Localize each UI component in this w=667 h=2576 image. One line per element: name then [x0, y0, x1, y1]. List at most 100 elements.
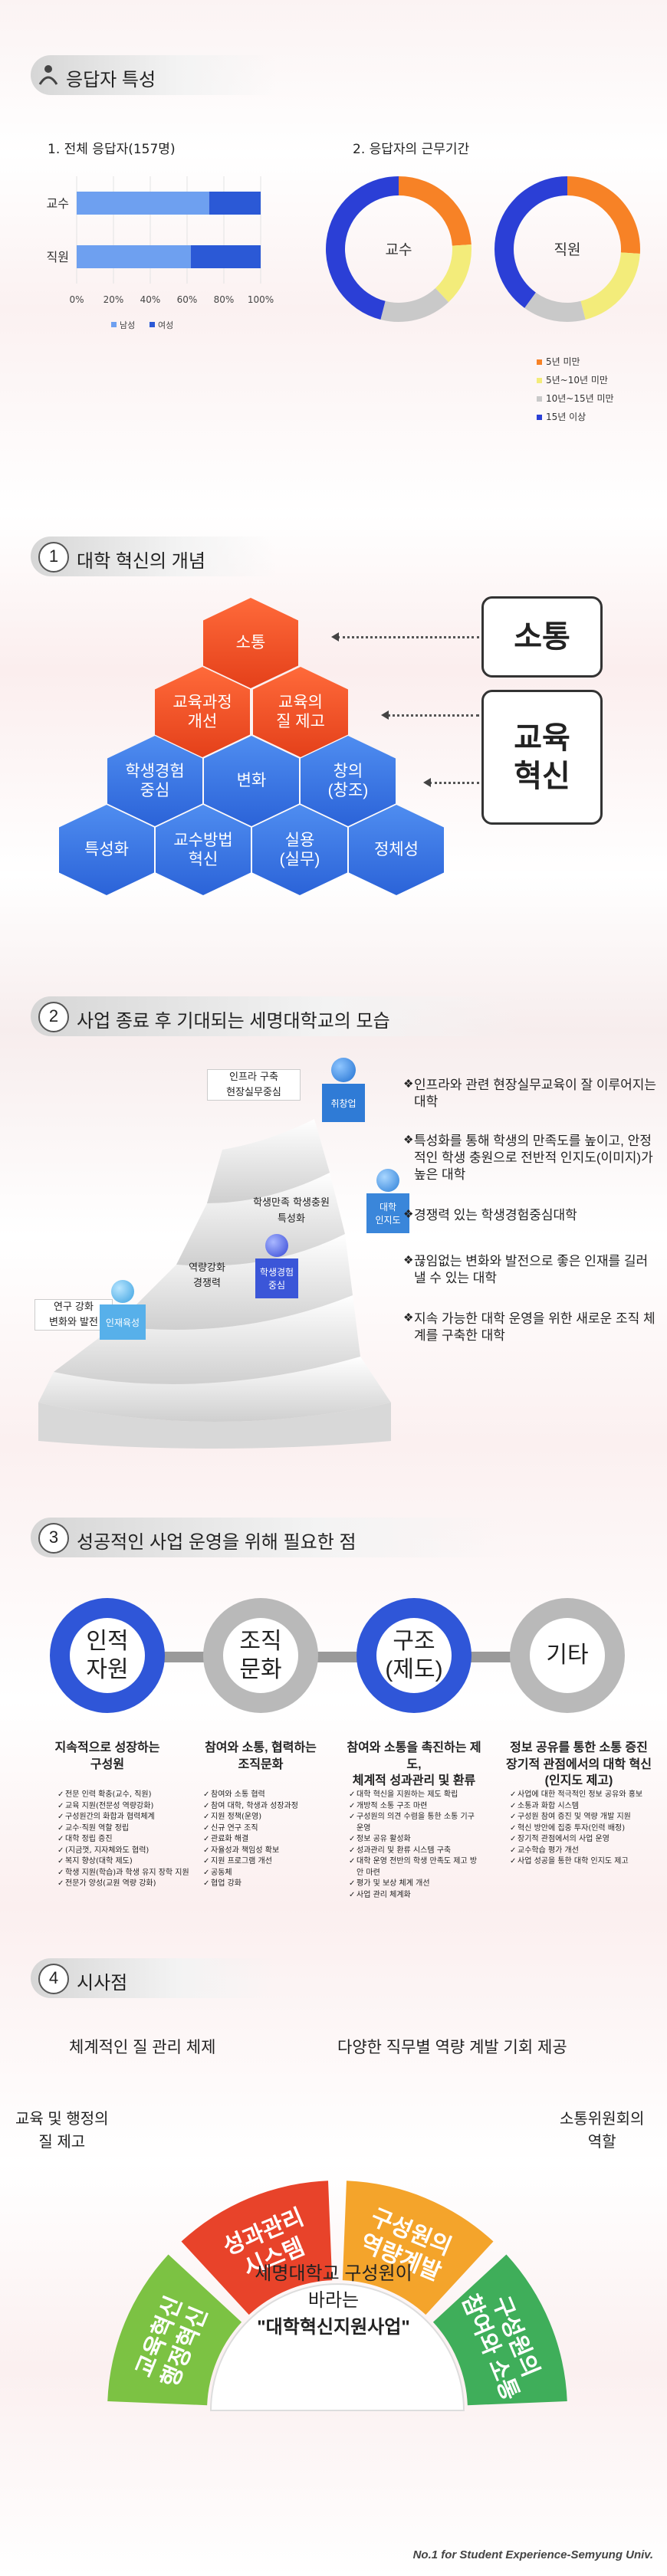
- detail-item: 신규 연구 조직: [203, 1823, 337, 1835]
- donut-slice: [399, 176, 472, 246]
- expectation-bullet: ❖지속 가능한 대학 운영을 위한 새로운 조직 체계를 구축한 대학: [403, 1311, 656, 1344]
- box-communication: 소통: [481, 596, 603, 678]
- section-number: 4: [38, 1964, 69, 1994]
- connector-line: [387, 714, 479, 717]
- outer-label-top-left: 체계적인 질 관리 체제: [69, 2039, 216, 2056]
- detail-item: 평가 및 보상 체계 개선: [349, 1879, 483, 1890]
- label-satisfaction: 학생만족 학생충원 특성화: [253, 1197, 330, 1225]
- ring-detail-list: 참여와 소통 협력참여 대학, 학생과 성장과정지원 정책(운영)신규 연구 조…: [203, 1790, 337, 1890]
- center-text: 세명대학교 구성원이 바라는 "대학혁신지원사업": [219, 2261, 449, 2341]
- donut-slice: [524, 292, 586, 322]
- figure-student-experience: 학생경험 중심: [255, 1234, 298, 1298]
- section-header-respondents: 응답자 특성: [31, 55, 276, 95]
- hex-communication: 소통: [203, 598, 298, 688]
- section-number: 3: [38, 1523, 69, 1554]
- detail-item: 성과관리 및 환류 시스템 구축: [349, 1846, 483, 1857]
- ring-caption: 참여와 소통을 촉진하는 제도, 체계적 성과관리 및 환류: [347, 1741, 481, 1788]
- bar-segment: [190, 245, 261, 268]
- figure-job: 취창업: [322, 1058, 365, 1122]
- legend-swatch: [111, 322, 117, 327]
- detail-item: 지원 프로그램 개선: [203, 1856, 337, 1868]
- x-tick-label: 0%: [69, 294, 84, 305]
- expectation-bullet: ❖특성화를 통해 학생의 만족도를 높이고, 안정적인 학생 충원으로 전반적 …: [403, 1134, 653, 1183]
- outer-label-top-right: 다양한 직무별 역량 계발 기회 제공: [337, 2039, 567, 2056]
- donut-slice: [580, 252, 640, 320]
- detail-item: 사업에 대한 적극적인 정보 공유와 홍보: [510, 1790, 644, 1801]
- legend-item: 10년~15년 미만: [537, 389, 614, 408]
- person-head: [265, 1234, 288, 1257]
- ring-caption: 참여와 소통, 협력하는 조직문화: [205, 1741, 317, 1771]
- outer-label-left: 교육 및 행정의 질 제고: [15, 2111, 109, 2151]
- detail-item: 대학 운영 전반의 학생 만족도 제고 방안 마련: [349, 1856, 483, 1879]
- detail-item: 사업 성공을 통한 대학 인지도 제고: [510, 1856, 644, 1868]
- figure-label: 취창업: [322, 1084, 365, 1122]
- person-head: [376, 1169, 399, 1192]
- detail-item: 학생 지원(학습)과 학생 유지 장학 지원: [58, 1868, 192, 1879]
- ring-label: 구조 (제도): [376, 1618, 452, 1693]
- section-header-3: 3 성공적인 사업 운영을 위해 필요한 점: [31, 1518, 506, 1557]
- detail-item: 교수학습 평가 개선: [510, 1846, 644, 1857]
- ring-detail-list: 대학 혁신을 지원하는 제도 확립개방적 소통 구조 마련구성원의 의견 수렴을…: [349, 1790, 483, 1901]
- ring-caption: 지속적으로 성장하는 구성원: [54, 1741, 160, 1771]
- donut-slice: [435, 244, 472, 303]
- person-head: [111, 1280, 134, 1303]
- section-title: 시사점: [77, 1973, 128, 1994]
- outer-label-right: 소통위원회의 역할: [560, 2111, 645, 2151]
- x-tick-label: 20%: [104, 294, 124, 305]
- section-header-4: 4 시사점: [31, 1958, 276, 1998]
- detail-item: 소통과 화합 시스템: [510, 1801, 644, 1813]
- hex-curriculum: 교육과정 개선: [155, 667, 250, 757]
- ring-detail-list: 전문 인력 확충(교수, 직원)교육 지원(전문성 역량강화)구성원간의 화합과…: [58, 1790, 192, 1890]
- legend-label: 남성: [120, 320, 135, 330]
- donut-slice: [567, 176, 640, 254]
- x-tick-label: 60%: [177, 294, 198, 305]
- legend-item: 5년~10년 미만: [537, 371, 614, 389]
- box-education-innovation: 교육 혁신: [481, 690, 603, 825]
- arrow-icon: [423, 778, 431, 787]
- detail-item: 지원 정책(운영): [203, 1812, 337, 1823]
- donut-center-label: 교수: [386, 241, 412, 258]
- section-header-2: 2 사업 종료 후 기대되는 세명대학교의 모습: [31, 996, 521, 1036]
- figure-recognition: 대학 인지도: [366, 1169, 409, 1233]
- section-title: 대학 혁신의 개념: [77, 551, 205, 572]
- connector-line: [429, 782, 479, 784]
- ring-label: 인적 자원: [70, 1618, 145, 1693]
- innovation-concept-section: 1 대학 혁신의 개념 소통 교육과정 개선 교육의 질 제고 학생경험 중심 …: [0, 537, 667, 966]
- detail-item: 전문 인력 확충(교수, 직원): [58, 1790, 192, 1801]
- section-number: 2: [38, 1002, 69, 1032]
- ring-label: 조직 문화: [223, 1618, 298, 1693]
- detail-item: 대학 혁신을 지원하는 제도 확립: [349, 1790, 483, 1801]
- detail-item: 장기적 관점에서의 사업 운영: [510, 1834, 644, 1846]
- label-infra: 인프라 구축 현장실무중심: [207, 1069, 301, 1101]
- requirements-section: 3 성공적인 사업 운영을 위해 필요한 점 인적 자원 조직 문화 구조 (제…: [0, 1518, 667, 1924]
- detail-item: 복지 향상(대학 제도): [58, 1856, 192, 1868]
- detail-item: 정보 공유 활성화: [349, 1834, 483, 1846]
- center-line: "대학혁신지원사업": [257, 2316, 410, 2338]
- fan-segment: [342, 2181, 494, 2315]
- figure-label: 대학 인지도: [366, 1193, 409, 1233]
- bar-segment: [77, 245, 191, 268]
- hex-student-experience: 학생경험 중심: [107, 736, 202, 826]
- expectation-bullet: ❖경쟁력 있는 학생경험중심대학: [403, 1208, 577, 1222]
- x-tick-label: 40%: [140, 294, 161, 305]
- detail-item: 혁신 방안에 집중 투자(인력 배정): [510, 1823, 644, 1835]
- arrow-icon: [381, 710, 389, 720]
- donut-slice: [380, 288, 449, 322]
- ring-organization-culture: 조직 문화: [203, 1598, 318, 1713]
- respondents-section: 응답자 특성 1. 전체 응답자(157명) 2. 응답자의 근무기간 0%20…: [0, 0, 667, 491]
- x-tick-label: 100%: [248, 294, 274, 305]
- expected-future-section: 2 사업 종료 후 기대되는 세명대학교의 모습 인프라 구축 현장실무중심 취…: [0, 996, 667, 1472]
- detail-item: 개방적 소통 구조 마련: [349, 1801, 483, 1813]
- detail-item: 구성원의 의견 수렴을 통한 소통 기구 운영: [349, 1812, 483, 1834]
- chart1-title: 1. 전체 응답자(157명): [48, 142, 176, 157]
- implications-section: 4 시사점 체계적인 질 관리 체제 다양한 직무별 역량 계발 기회 제공 교…: [0, 1958, 667, 2576]
- ring-label: 기타: [530, 1618, 605, 1693]
- bar-segment: [209, 192, 261, 215]
- donut-center-label: 직원: [554, 241, 581, 258]
- label-competency: 역량강화 경쟁력: [189, 1262, 225, 1289]
- x-tick-label: 80%: [214, 294, 235, 305]
- detail-item: 구성원 참여 증진 및 역량 개발 지원: [510, 1812, 644, 1823]
- section-header-1: 1 대학 혁신의 개념: [31, 537, 276, 576]
